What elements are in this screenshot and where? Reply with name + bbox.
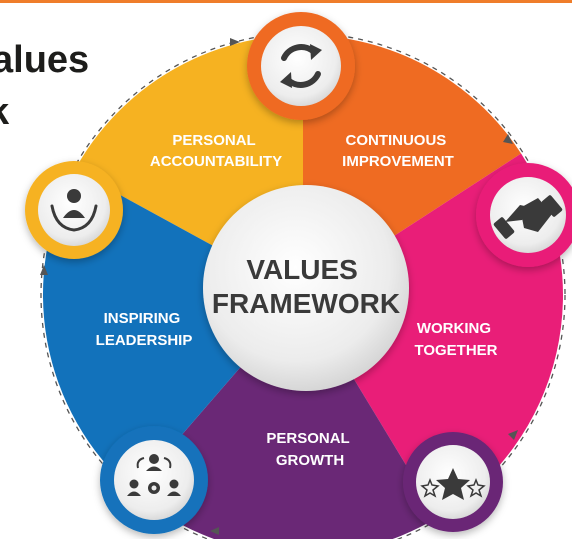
label-continuous-improvement: CONTINUOUS IMPROVEMENT: [342, 132, 454, 170]
segment-inspiring-leadership: [42, 170, 304, 492]
stars-icon: [420, 468, 486, 500]
page-title-line-1: alues: [0, 39, 90, 81]
page-title: alues k: [0, 34, 110, 138]
badge-inspiring-leadership: [100, 426, 208, 534]
center-hub: [203, 185, 409, 391]
team-gear-icon: [127, 454, 181, 496]
label-personal-accountability: PERSONAL ACCOUNTABILITY: [150, 132, 282, 170]
page-title-line-2: k: [0, 86, 110, 138]
label-working-together: WORKING TOGETHER: [414, 320, 497, 359]
label-inspiring-leadership: INSPIRING LEADERSHIP: [96, 310, 193, 349]
segment-personal-growth: [132, 295, 438, 539]
badge-personal-growth: [403, 432, 503, 532]
label-personal-growth: PERSONAL GROWTH: [266, 430, 353, 469]
handshake-icon: [493, 195, 563, 239]
badge-continuous-improvement: [247, 12, 355, 120]
center-title: VALUES FRAMEWORK: [212, 254, 400, 319]
badge-working-together: [476, 163, 572, 267]
cycle-arrows-icon: [280, 44, 322, 88]
top-accent-bar: [0, 0, 572, 3]
caring-person-hands-icon: [50, 189, 98, 232]
orbit-arrows: [40, 38, 518, 535]
badge-personal-accountability: [25, 161, 123, 259]
